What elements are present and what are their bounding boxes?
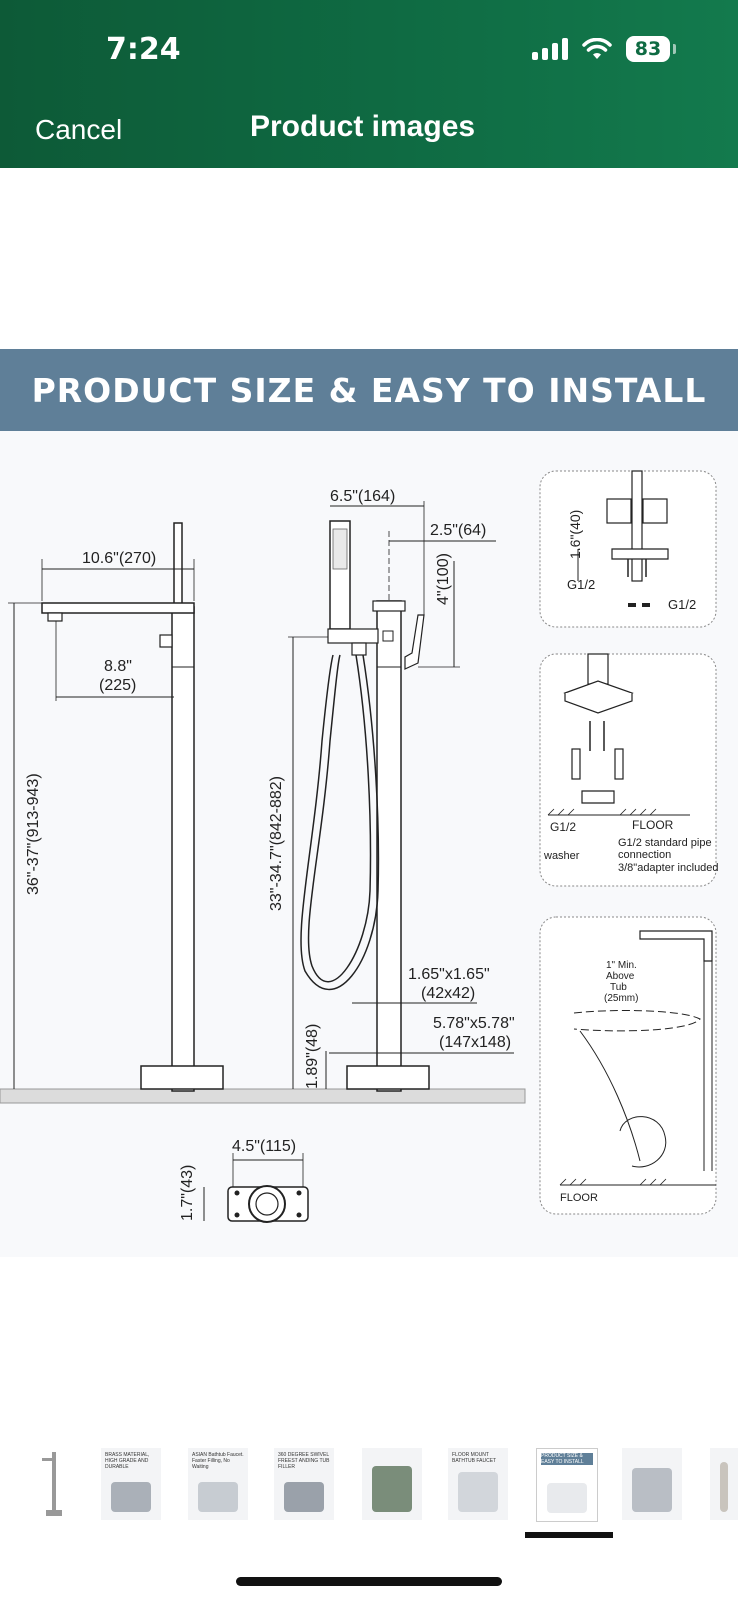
thumbnail-5[interactable] <box>362 1448 422 1520</box>
left-height-label: 36"-37"(913-943) <box>25 773 42 895</box>
thumbnail-9[interactable] <box>710 1448 738 1520</box>
thumbnail-8[interactable] <box>622 1448 682 1520</box>
base-size-label: 5.78"x5.78" <box>433 1015 515 1032</box>
home-indicator[interactable] <box>236 1577 502 1586</box>
base-size-mm-label: (147x148) <box>439 1034 511 1051</box>
detail2-washer-label: washer <box>543 850 580 862</box>
detail1-legend-label: G1/2 <box>668 597 696 612</box>
wifi-icon <box>582 38 612 59</box>
cancel-button[interactable]: Cancel <box>35 114 123 145</box>
status-time: 7:24 <box>106 32 181 67</box>
detail2-floor-label: FLOOR <box>632 818 674 832</box>
thumbnail-1[interactable] <box>24 1448 84 1520</box>
left-spout-reach-mm-label: (225) <box>99 677 136 694</box>
detail3-line1: 1" Min. <box>606 960 637 971</box>
detail2-thread-label: G1/2 <box>550 820 576 834</box>
page-title: Product images <box>250 110 476 143</box>
product-dimension-drawing[interactable]: 10.6"(270) 8.8" (225) 36"-37"(913-943) 6… <box>0 431 738 1257</box>
status-icons: 83 <box>532 36 676 62</box>
product-banner: PRODUCT SIZE & EASY TO INSTALL <box>0 349 738 431</box>
handshower-width-label: 6.5"(164) <box>330 488 395 505</box>
thumbnail-2[interactable]: BRASS MATERIAL, HIGH GRADE AND DURABLE <box>101 1448 161 1520</box>
top-bar: 7:24 83 Cancel Product images <box>0 0 738 168</box>
column-size-mm-label: (42x42) <box>421 985 475 1002</box>
thumbnail-4[interactable]: 360 DEGREE SWIVEL FREEST ANDING TUB FILL… <box>274 1448 334 1520</box>
detail1-height-label: 1.6"(40) <box>567 510 583 559</box>
handle-offset-label: 2.5"(64) <box>430 522 486 539</box>
left-spout-width-label: 10.6"(270) <box>82 550 156 567</box>
thumbnail-3[interactable]: ASIAN Bathtub Faucet. Faster Filling, No… <box>188 1448 248 1520</box>
detail3-line4: (25mm) <box>604 993 638 1004</box>
cellular-signal-icon <box>532 38 568 60</box>
base-plate-height-label: 1.7"(43) <box>179 1165 196 1221</box>
left-spout-reach-label: 8.8" <box>104 658 132 675</box>
detail2-note1: G1/2 standard pipe <box>618 837 712 849</box>
battery-icon: 83 <box>626 36 676 62</box>
column-size-label: 1.65"x1.65" <box>408 966 490 983</box>
detail3-line3: Tub <box>610 982 627 993</box>
detail2-note2: connection <box>618 849 671 861</box>
handle-height-label: 4"(100) <box>435 553 452 605</box>
detail1-thread-label: G1/2 <box>567 577 595 592</box>
base-plate-width-label: 4.5"(115) <box>232 1138 296 1155</box>
detail3-line2: Above <box>606 971 635 982</box>
selected-thumbnail-indicator <box>525 1532 613 1538</box>
detail2-note3: 3/8"adapter included <box>618 862 719 874</box>
detail3-floor-label: FLOOR <box>560 1192 598 1204</box>
thumbnail-6[interactable]: FLOOR MOUNT BATHTUB FAUCET <box>448 1448 508 1520</box>
thumbnail-strip: BRASS MATERIAL, HIGH GRADE AND DURABLE A… <box>0 1448 738 1538</box>
base-height-label: 1.89"(48) <box>304 1024 321 1089</box>
thumbnail-7-selected[interactable]: PRODUCT SIZE & EASY TO INSTALL <box>536 1448 598 1522</box>
right-height-label: 33"-34.7"(842-882) <box>268 776 285 911</box>
